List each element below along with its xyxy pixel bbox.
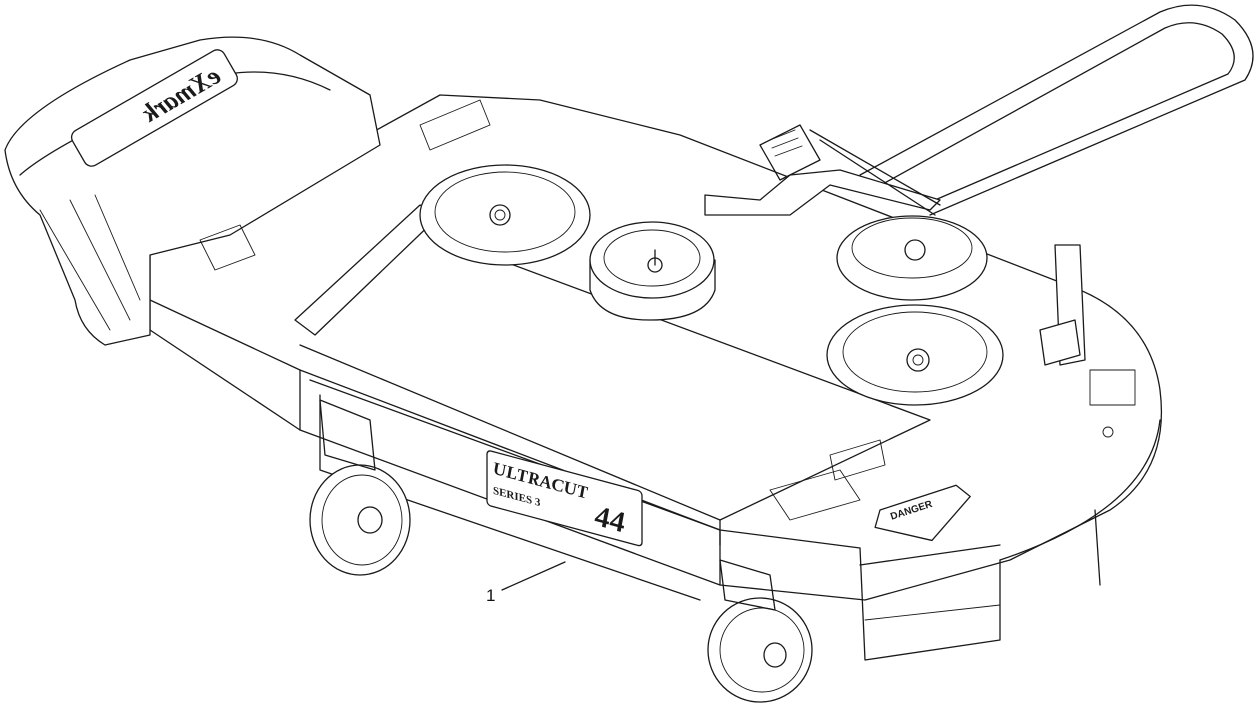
center-idler-pulley <box>589 221 716 321</box>
right-front-spindle-pulley <box>826 304 1004 406</box>
left-caster-wheel <box>309 399 411 576</box>
left-spindle-pulley <box>419 164 591 266</box>
drive-belt <box>859 4 1254 216</box>
deck-size-label: 44 <box>594 498 625 540</box>
right-rear-pulley <box>836 215 988 301</box>
callout-leader-line <box>501 561 566 591</box>
right-caster-wheel <box>707 559 813 703</box>
callout-number: 1 <box>486 586 495 605</box>
right-deck-bracket <box>1039 244 1136 438</box>
front-lip <box>859 544 1001 621</box>
danger-decal: DANGER <box>874 484 971 542</box>
idler-arm <box>704 124 941 216</box>
warning-labels <box>199 99 886 521</box>
callout-1: 1 <box>486 561 566 605</box>
